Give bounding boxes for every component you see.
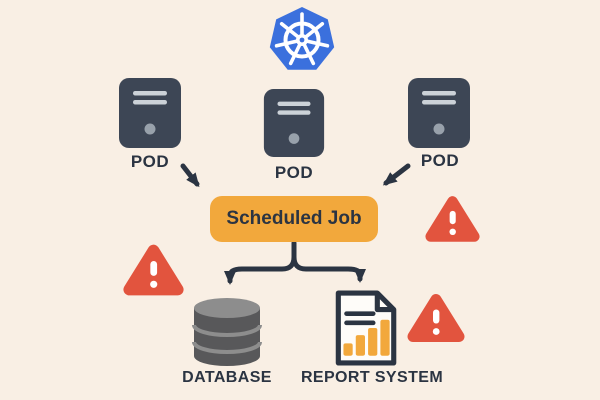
warning-triangle-icon	[425, 196, 480, 242]
pod-server-icon-center	[263, 89, 325, 157]
report-system-label: REPORT SYSTEM	[300, 369, 444, 386]
arrow-job-to-report	[291, 254, 366, 283]
pod-server-icon-right	[408, 78, 470, 148]
pod-label-left: POD	[130, 152, 170, 171]
database-icon	[192, 298, 262, 366]
arrow-job-to-database	[224, 240, 297, 285]
warning-triangle-icon	[407, 294, 465, 342]
pod-server-icon-left	[119, 78, 181, 148]
pod-label-right: POD	[420, 151, 460, 170]
kubernetes-helm-icon	[269, 7, 335, 70]
database-label: DATABASE	[182, 369, 272, 386]
report-document-icon	[335, 290, 397, 366]
pod-label-center: POD	[274, 163, 314, 182]
scheduled-job-node: Scheduled Job	[210, 196, 378, 242]
warning-triangle-icon	[123, 244, 184, 296]
